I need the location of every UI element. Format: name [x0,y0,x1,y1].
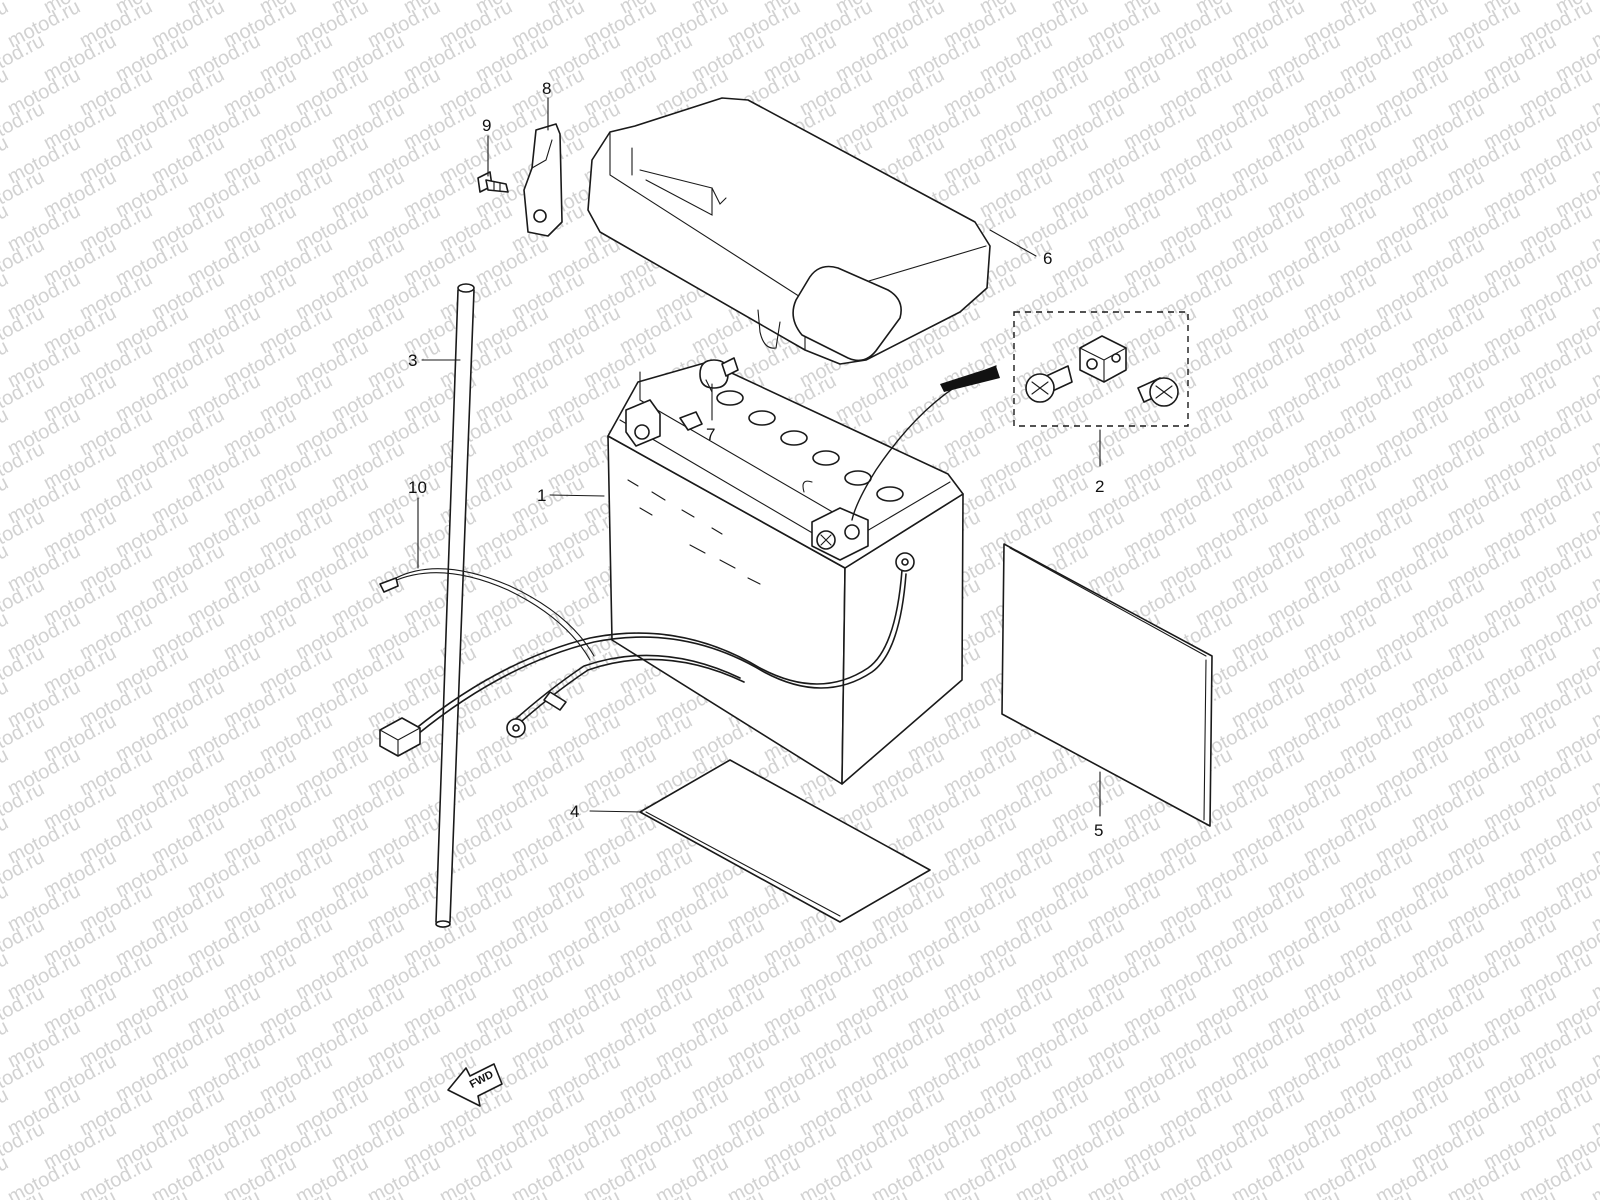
callout-4: 4 [570,802,579,821]
callout-1: 1 [537,486,546,505]
callout-2: 2 [1095,477,1104,496]
bracket-part-8 [523,123,563,237]
callout-8: 8 [542,79,551,98]
callout-5: 5 [1094,821,1103,840]
callout-6: 6 [1043,249,1052,268]
callout-9: 9 [482,116,491,135]
callout-7: 7 [706,425,715,444]
callout-3: 3 [408,351,417,370]
callout-10: 10 [408,478,427,497]
screw-part-9 [477,171,509,193]
